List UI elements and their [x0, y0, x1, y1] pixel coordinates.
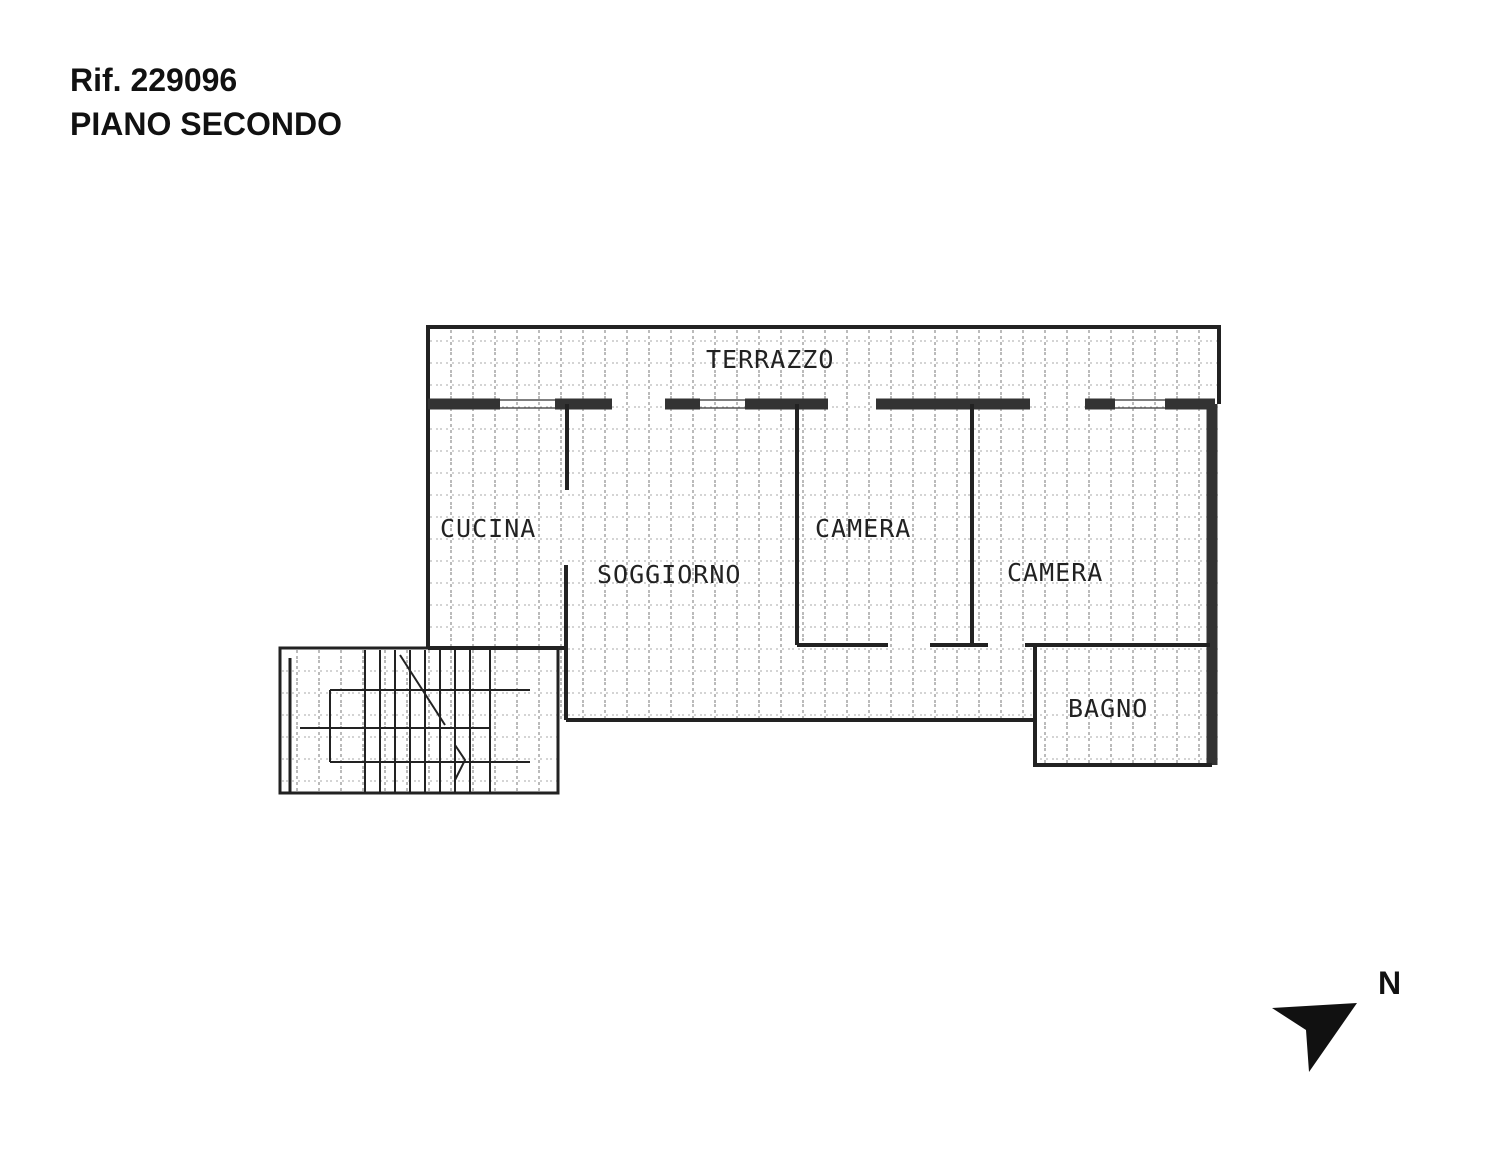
grid-texture: [280, 328, 1218, 793]
room-label-camera-1: CAMERA: [815, 514, 911, 543]
walls: [278, 325, 1221, 795]
room-label-soggiorno: SOGGIORNO: [597, 560, 741, 589]
stair-arrow-icon: [454, 744, 467, 781]
room-label-camera-2: CAMERA: [1007, 558, 1103, 587]
room-label-bagno: BAGNO: [1068, 694, 1148, 723]
room-label-terrazzo: TERRAZZO: [706, 345, 834, 374]
stair-direction-line: [399, 654, 446, 726]
north-arrow-icon: [1272, 1003, 1357, 1072]
room-label-cucina: CUCINA: [440, 514, 536, 543]
reference-number: Rif. 229096: [70, 62, 238, 98]
floor-title: PIANO SECONDO: [70, 106, 343, 142]
compass-north-label: N: [1378, 965, 1402, 1001]
